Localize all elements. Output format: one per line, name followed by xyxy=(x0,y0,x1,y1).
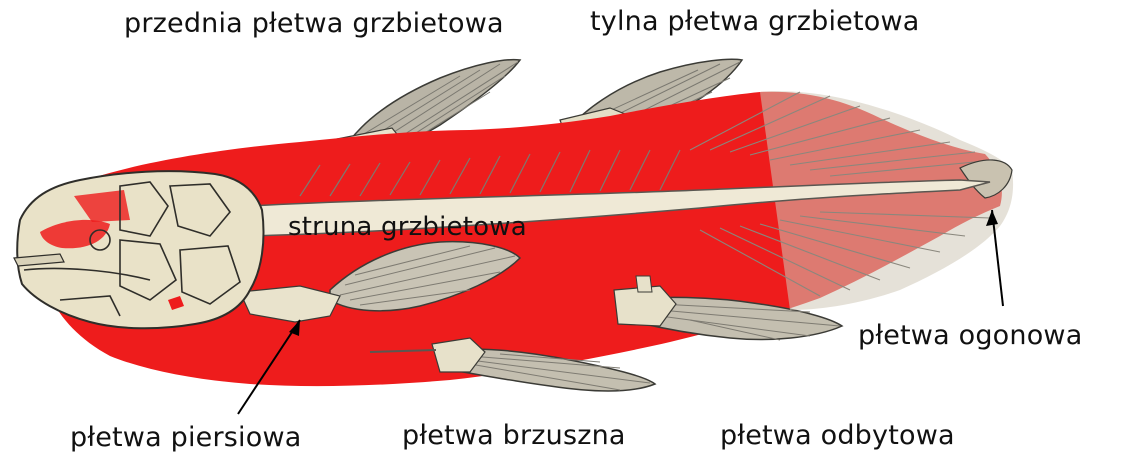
label-pelvic-fin: płetwa brzuszna xyxy=(402,422,626,449)
skull xyxy=(14,171,264,328)
label-front-dorsal-fin: przednia płetwa grzbietowa xyxy=(124,10,504,37)
label-anal-fin: płetwa odbytowa xyxy=(720,422,955,449)
label-pectoral-fin: płetwa piersiowa xyxy=(70,424,302,451)
label-rear-dorsal-fin: tylna płetwa grzbietowa xyxy=(590,8,920,35)
label-notochord: struna grzbietowa xyxy=(288,214,527,240)
label-caudal-fin: płetwa ogonowa xyxy=(858,322,1082,349)
